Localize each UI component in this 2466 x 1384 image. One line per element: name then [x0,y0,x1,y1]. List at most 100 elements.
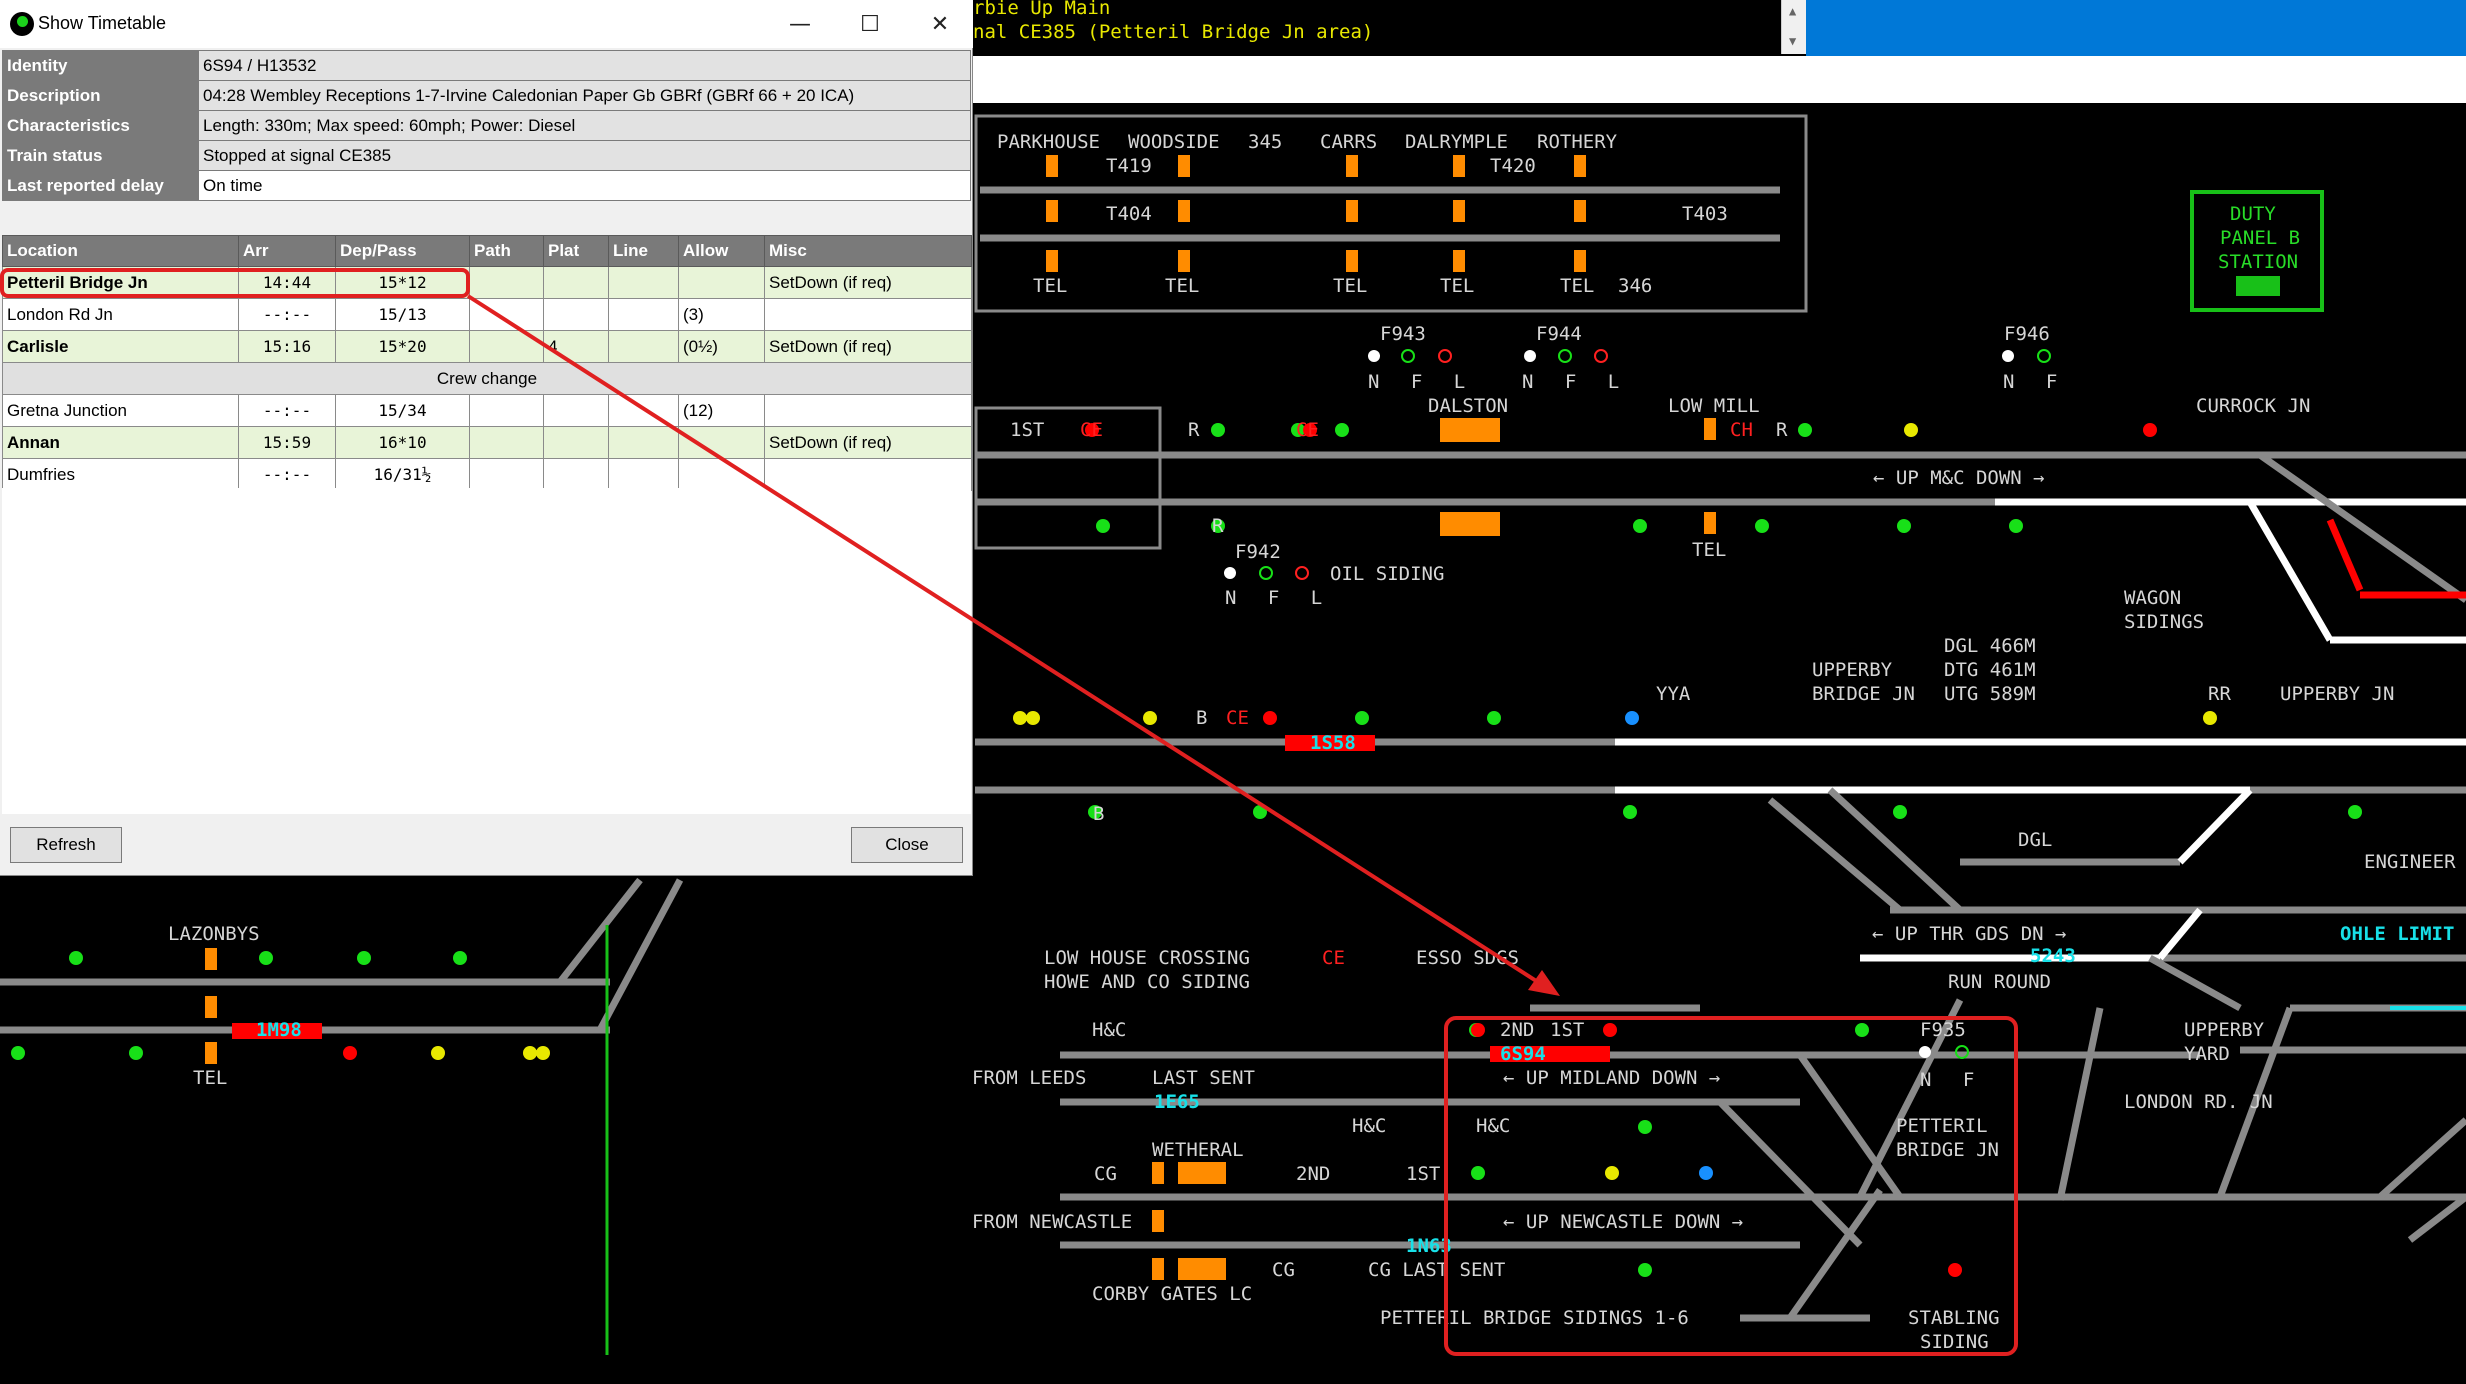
table-row[interactable]: Petteril Bridge Jn 14:44 15*12 SetDown (… [2,266,972,299]
label-ce: CE [1322,947,1345,969]
label-utg-589m: UTG 589M [1944,683,2036,705]
label-up-midland-down: ← UP MIDLAND DOWN → [1503,1067,1720,1089]
label-nfl: N F L [1368,371,1475,393]
label-345: 345 [1248,131,1282,153]
label-dalrymple: DALRYMPLE [1405,131,1508,153]
cell-plat [543,394,609,427]
label-up-mc-down: ← UP M&C DOWN → [1873,467,2045,489]
table-row[interactable]: Gretna Junction --:-- 15/34 (12) [2,394,972,427]
label-upperby: UPPERBY [1812,659,1893,681]
cell-line [608,298,679,331]
cell-line [608,426,679,459]
train-describer-5243[interactable]: 5243 [2030,945,2076,967]
label-f943: F943 [1380,323,1426,345]
window-title-bar[interactable]: Show Timetable — ☐ ✕ [0,0,973,48]
cell-location: Carlisle [2,330,239,363]
label-346: 346 [1618,275,1652,297]
label-engineer: ENGINEER [2364,851,2456,873]
close-window-button[interactable]: ✕ [930,11,950,37]
cell-path [469,426,544,459]
info-value: Length: 330m; Max speed: 60mph; Power: D… [198,110,971,141]
close-button[interactable]: Close [851,827,963,863]
label-up-newcastle-down: ← UP NEWCASTLE DOWN → [1503,1211,1743,1233]
cell-arr: --:-- [238,394,336,427]
refresh-button[interactable]: Refresh [10,827,122,863]
label-yya: YYA [1656,683,1691,705]
column-header-path[interactable]: Path [469,235,544,267]
app-icon [10,12,34,36]
label-dtg-461m: DTG 461M [1944,659,2036,681]
label-nfl: N F L [1225,587,1332,609]
label-ce: CE [1296,419,1319,441]
train-describer-1s58[interactable]: 1S58 [1310,732,1356,754]
label-1st: 1ST [1406,1163,1440,1185]
table-row[interactable]: Dumfries --:-- 16/31½ [2,458,972,491]
label-upperby-yard: UPPERBY [2184,1019,2265,1041]
cell-dep: 15/13 [335,298,470,331]
cell-misc: SetDown (if req) [764,266,972,299]
column-header-line[interactable]: Line [608,235,679,267]
cell-location: Gretna Junction [2,394,239,427]
train-describer-6s94[interactable]: 6S94 [1500,1043,1546,1065]
label-from-leeds: FROM LEEDS [972,1067,1086,1089]
cell-path [469,298,544,331]
label-r: R [1212,515,1224,537]
column-header-plat[interactable]: Plat [543,235,609,267]
label-ce: CE [1080,419,1103,441]
cell-plat: 4 [543,330,609,363]
label-petteril-bridge-sidings: PETTERIL BRIDGE SIDINGS 1-6 [1380,1307,1689,1329]
column-header-dep-pass[interactable]: Dep/Pass [335,235,470,267]
column-header-arr[interactable]: Arr [238,235,336,267]
train-describer-1n63[interactable]: 1N63 [1406,1235,1452,1257]
window-title: Show Timetable [38,13,167,33]
label-petteril: PETTERIL [1896,1115,1988,1137]
label-hc: H&C [1352,1115,1386,1137]
column-header-location[interactable]: Location [2,235,239,267]
label-f935: F935 [1920,1019,1966,1041]
cell-arr: 15:59 [238,426,336,459]
label-tel: TEL [1692,539,1726,561]
terminal-output: rbie Up Main nal CE385 (Petteril Bridge … [973,0,1781,54]
label-hc: H&C [1476,1115,1510,1137]
label-nf: N F [2003,371,2067,393]
maximize-button[interactable]: ☐ [860,11,880,37]
cell-allow: (0½) [678,330,765,363]
cell-dep: 15*20 [335,330,470,363]
duty-panel-line-2: PANEL B [2220,227,2300,249]
table-row[interactable]: Annan 15:59 16*10 SetDown (if req) [2,426,972,459]
table-row[interactable]: London Rd Jn --:-- 15/13 (3) [2,298,972,331]
cell-arr: 14:44 [238,266,336,299]
label-esso-sdgs: ESSO SDGS [1416,947,1519,969]
label-1st: 1ST [1550,1019,1584,1041]
scroll-down-icon[interactable]: ▼ [1789,34,1797,48]
label-ce: CE [1226,707,1249,729]
label-london-rd-jn: LONDON RD. JN [2124,1091,2273,1113]
desktop-background [1806,0,2466,56]
label-r: R [1776,419,1788,441]
scroll-up-icon[interactable]: ▲ [1789,4,1797,18]
label-up-thr-gds-dn: ← UP THR GDS DN → [1872,923,2066,945]
column-header-allow[interactable]: Allow [678,235,765,267]
column-header-misc[interactable]: Misc [764,235,972,267]
cell-plat [543,298,609,331]
label-upperby-jn: UPPERBY JN [2280,683,2394,705]
cell-path [469,330,544,363]
cell-plat [543,426,609,459]
label-t403: T403 [1682,203,1728,225]
cell-dep: 15*12 [335,266,470,299]
minimize-button[interactable]: — [789,11,811,37]
train-describer-1e65[interactable]: 1E65 [1154,1091,1200,1113]
label-yard: YARD [2184,1043,2230,1065]
cell-path [469,458,544,491]
info-value: 04:28 Wembley Receptions 1-7-Irvine Cale… [198,80,971,111]
terminal-scrollbar[interactable]: ▲ ▼ [1781,0,1807,54]
label-t420: T420 [1490,155,1536,177]
cell-misc: SetDown (if req) [764,426,972,459]
label-oil-siding: OIL SIDING [1330,563,1444,585]
train-describer-1m98[interactable]: 1M98 [256,1019,302,1041]
label-r: R [1188,419,1200,441]
cell-arr: --:-- [238,458,336,491]
table-row[interactable]: Carlisle 15:16 15*20 4 (0½) SetDown (if … [2,330,972,363]
cell-path [469,394,544,427]
